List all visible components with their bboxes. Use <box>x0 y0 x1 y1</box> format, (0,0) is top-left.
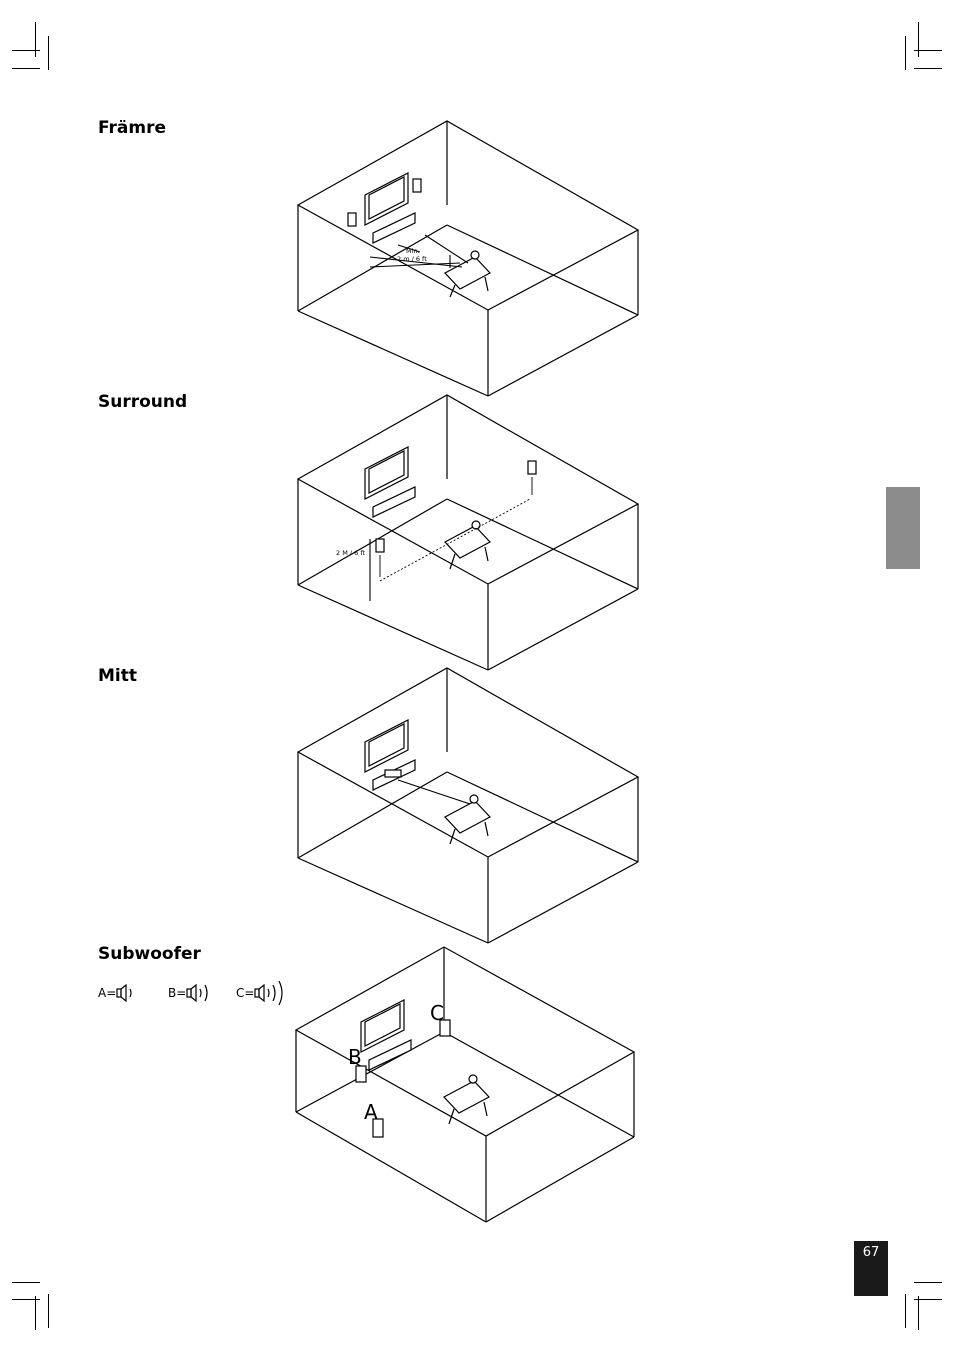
legend-item-a: A= <box>98 982 138 1004</box>
section-title-front: Främre <box>98 118 167 138</box>
surround-speaker-room-illustration: 2 M / 6 ft <box>296 394 640 671</box>
section-title-center: Mitt <box>98 666 137 686</box>
room-diagram-surround: 2 M / 6 ft <box>290 389 645 674</box>
position-label-c: C <box>430 1001 444 1025</box>
legend-label-a: A= <box>98 986 117 1000</box>
speaker-one-wave-icon <box>116 983 132 1003</box>
height-label: 2 M / 6 ft <box>336 549 366 557</box>
front-speaker-room-illustration: Min. 2 m / 6 ft <box>296 120 640 397</box>
speaker-three-waves-icon <box>254 980 284 1006</box>
room-diagram-subwoofer: C B A <box>290 942 645 1227</box>
legend-item-c: C= <box>236 980 294 1006</box>
subwoofer-room-illustration: C B A <box>294 946 636 1223</box>
language-tab-marker <box>886 487 920 569</box>
legend-label-b: B= <box>168 986 187 1000</box>
subwoofer-b-icon <box>355 1065 367 1083</box>
distance-label-min: Min. <box>406 247 420 255</box>
section-title-subwoofer: Subwoofer <box>98 944 201 964</box>
legend-label-c: C= <box>236 986 255 1000</box>
speaker-right-icon <box>412 178 422 193</box>
page-number-box: 67 <box>854 1241 888 1296</box>
speaker-center-icon <box>384 769 402 778</box>
speaker-left-icon <box>347 212 357 227</box>
legend-item-b: B= <box>168 982 216 1004</box>
position-label-b: B <box>348 1045 362 1069</box>
room-diagram-center <box>290 662 645 947</box>
speaker-surround-right-icon <box>527 460 537 475</box>
page-number: 67 <box>862 1245 880 1260</box>
distance-label-value: 2 m / 6 ft <box>397 255 427 263</box>
section-title-surround: Surround <box>98 392 188 412</box>
speaker-surround-left-icon <box>375 538 385 553</box>
room-diagram-front: Min. 2 m / 6 ft <box>290 115 645 400</box>
speaker-two-waves-icon <box>186 983 208 1003</box>
subwoofer-c-icon <box>439 1019 451 1037</box>
center-speaker-room-illustration <box>296 667 640 944</box>
position-label-a: A <box>364 1100 378 1124</box>
subwoofer-a-icon <box>372 1118 384 1138</box>
